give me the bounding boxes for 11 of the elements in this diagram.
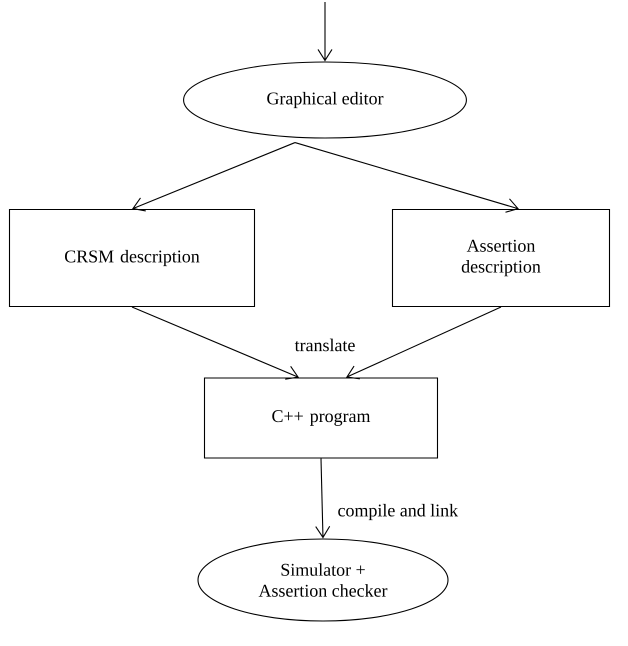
process-box: Assertion description — [392, 208, 610, 308]
arrow — [132, 142, 296, 212]
process-box: C++ program — [204, 377, 438, 459]
arrow — [318, 2, 332, 62]
arrow — [346, 306, 502, 380]
arrow — [315, 458, 330, 538]
edge-label: compile and link — [338, 504, 458, 520]
arrow — [132, 306, 299, 380]
edge-label: translate — [294, 338, 355, 352]
arrow — [294, 142, 519, 213]
process-box: CRSM description — [8, 208, 256, 308]
